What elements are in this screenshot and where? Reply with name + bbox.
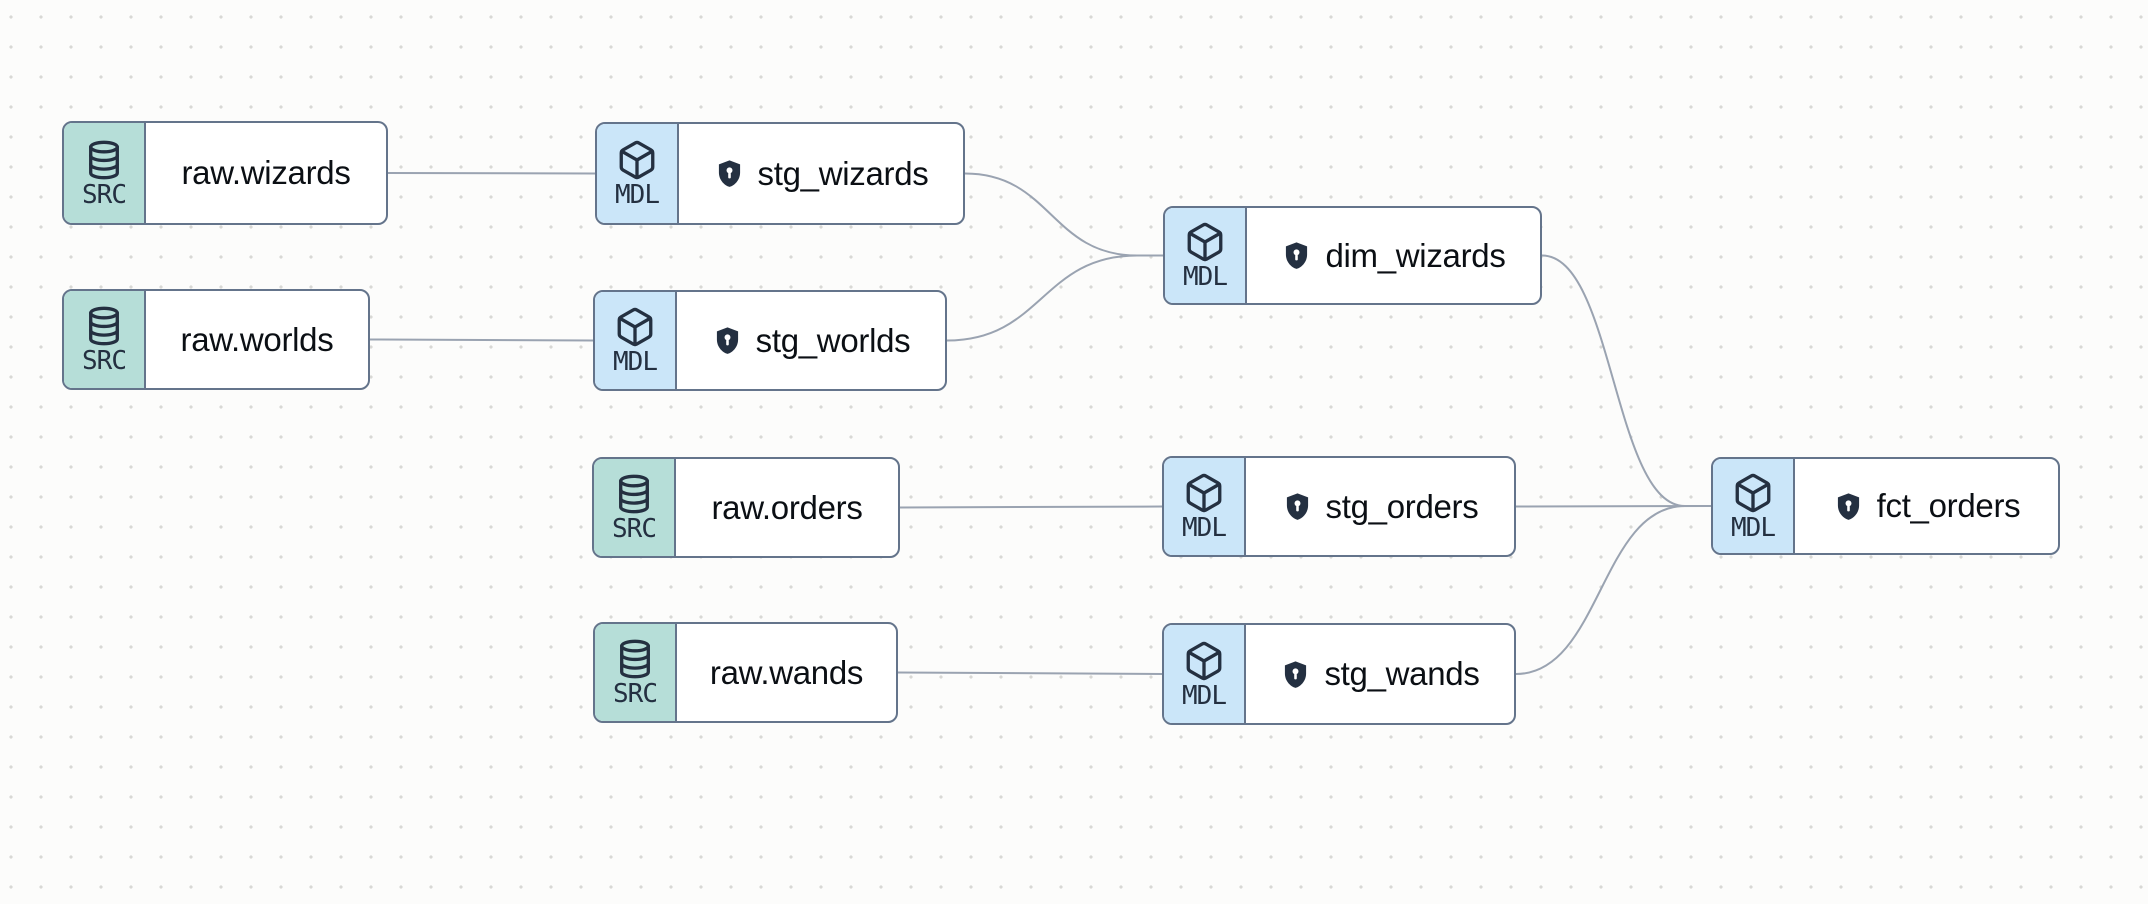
edge-raw_orders-to-stg_orders <box>899 505 1163 509</box>
node-dim_wizards[interactable]: MDL dim_wizards <box>1163 206 1542 305</box>
node-type-label: SRC <box>82 179 127 210</box>
node-type-badge: MDL <box>597 124 679 223</box>
node-type-badge: SRC <box>64 291 146 388</box>
shield-lock-icon <box>1833 491 1864 522</box>
node-body: stg_wands <box>1246 625 1514 723</box>
node-type-label: MDL <box>1183 262 1228 293</box>
cube-icon <box>1183 640 1225 682</box>
node-type-label: SRC <box>612 514 657 545</box>
cube-icon <box>614 306 656 348</box>
node-type-label: MDL <box>1731 512 1776 543</box>
node-type-label: MDL <box>1182 680 1227 711</box>
database-icon <box>83 305 125 347</box>
node-type-label: MDL <box>615 180 660 211</box>
node-body: raw.wizards <box>146 123 386 223</box>
node-type-label: SRC <box>82 346 127 377</box>
node-body: fct_orders <box>1795 459 2058 553</box>
node-type-badge: MDL <box>1164 458 1246 555</box>
edge-stg_worlds-to-dim_wizards <box>946 254 1163 342</box>
node-type-badge: SRC <box>595 624 677 721</box>
database-icon <box>614 638 656 680</box>
node-type-badge: MDL <box>1165 208 1247 303</box>
node-body: stg_orders <box>1246 458 1514 555</box>
node-name: stg_wands <box>1324 655 1480 692</box>
shield-lock-icon <box>1282 491 1313 522</box>
shield-lock-icon <box>712 325 743 356</box>
node-name: stg_orders <box>1325 487 1479 525</box>
node-name: raw.wizards <box>181 154 351 191</box>
edge-raw_wands-to-stg_wands <box>897 671 1163 675</box>
node-body: raw.orders <box>676 459 898 556</box>
edge-stg_orders-to-fct_orders <box>1515 505 1712 508</box>
node-type-label: MDL <box>613 347 658 378</box>
node-name: stg_wizards <box>757 154 929 192</box>
shield-lock-icon <box>1280 659 1311 690</box>
cube-icon <box>1183 472 1225 514</box>
node-type-badge: MDL <box>1713 459 1795 553</box>
edge-stg_wands-to-fct_orders <box>1515 505 1711 675</box>
node-fct_orders[interactable]: MDL fct_orders <box>1711 457 2060 555</box>
node-name: dim_wizards <box>1325 236 1506 274</box>
database-icon <box>613 473 655 515</box>
shield-lock-icon <box>714 158 745 189</box>
cube-icon <box>616 139 658 181</box>
edge-raw_wizards-to-stg_wizards <box>387 172 596 175</box>
node-name: raw.wands <box>709 653 864 691</box>
node-type-badge: SRC <box>64 123 146 223</box>
node-name: stg_worlds <box>755 321 911 359</box>
edge-raw_worlds-to-stg_worlds <box>369 338 594 342</box>
node-body: raw.wands <box>677 624 896 721</box>
node-name: raw.orders <box>711 488 863 526</box>
node-type-label: SRC <box>613 679 658 710</box>
edge-stg_wizards-to-dim_wizards <box>964 172 1163 257</box>
node-body: stg_wizards <box>679 124 963 223</box>
node-body: raw.worlds <box>146 291 368 388</box>
cube-icon <box>1184 221 1226 263</box>
node-name: raw.worlds <box>180 320 334 358</box>
node-type-badge: SRC <box>594 459 676 556</box>
edge-dim_wizards-to-fct_orders <box>1541 254 1711 507</box>
node-body: dim_wizards <box>1247 208 1540 303</box>
node-type-label: MDL <box>1182 513 1227 544</box>
node-raw_orders[interactable]: SRC raw.orders <box>592 457 900 558</box>
node-body: stg_worlds <box>677 292 945 389</box>
node-stg_wands[interactable]: MDL stg_wands <box>1162 623 1516 725</box>
shield-lock-icon <box>1281 240 1312 271</box>
node-stg_worlds[interactable]: MDL stg_worlds <box>593 290 947 391</box>
node-name: fct_orders <box>1876 487 2021 524</box>
node-stg_orders[interactable]: MDL stg_orders <box>1162 456 1516 557</box>
node-type-badge: MDL <box>1164 625 1246 723</box>
cube-icon <box>1732 472 1774 514</box>
node-raw_wizards[interactable]: SRC raw.wizards <box>62 121 388 225</box>
database-icon <box>83 139 125 181</box>
node-raw_worlds[interactable]: SRC raw.worlds <box>62 289 370 390</box>
node-raw_wands[interactable]: SRC raw.wands <box>593 622 898 723</box>
node-type-badge: MDL <box>595 292 677 389</box>
node-stg_wizards[interactable]: MDL stg_wizards <box>595 122 965 225</box>
